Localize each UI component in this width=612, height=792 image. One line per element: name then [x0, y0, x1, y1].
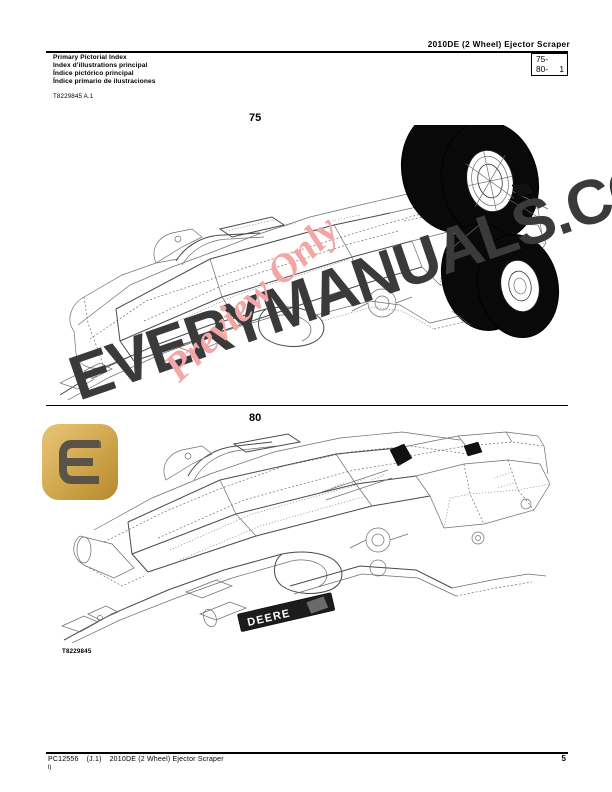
footer-identification: PC12556 (J.1) 2010DE (2 Wheel) Ejector Scr…: [48, 756, 224, 763]
section-title-french: Index d'illustrations principal: [53, 62, 148, 70]
footer-machine-title: 2010DE (2 Wheel) Ejector Scraper: [109, 756, 224, 763]
figure-illustration-75: [60, 125, 560, 400]
figure-number-75: 75: [249, 112, 262, 124]
figure-illustration-80: DEERE: [60, 418, 560, 643]
page-number: 5: [561, 754, 566, 763]
index-box-row-1-label: 75-: [536, 54, 549, 64]
section-title-spanish: Índice primario de ilustraciones: [53, 78, 156, 86]
figure-80-linework: DEERE: [61, 431, 551, 643]
section-title-portuguese: Índice pictórico principal: [53, 70, 134, 78]
footer-sub-mark: l): [48, 765, 52, 771]
index-box-row-1: 75-: [532, 54, 567, 65]
footer-divider-rule: [46, 752, 568, 754]
index-box-row-2: 80- 1: [532, 64, 567, 75]
section-title-english: Primary Pictorial Index: [53, 54, 127, 61]
figure-section-divider: [46, 405, 568, 407]
footer-part-number: PC12556: [48, 756, 79, 763]
header-divider-rule: [46, 51, 568, 53]
deere-nameplate: DEERE: [237, 592, 335, 632]
section-title-block: Primary Pictorial Index Index d'illustra…: [53, 54, 156, 86]
footer-revision: (J.1): [86, 756, 102, 763]
index-box-row-2-value: 1: [559, 64, 564, 74]
figure-number-80: 80: [249, 412, 262, 424]
figure-75-linework: [60, 125, 560, 400]
figure-code-bottom: T8229845: [62, 648, 92, 655]
header-machine-title: 2010DE (2 Wheel) Ejector Scraper: [427, 40, 570, 49]
figure-code-top: T8229845 A.1: [53, 93, 94, 100]
index-reference-box: 75- 80- 1: [531, 53, 568, 76]
index-box-row-2-label: 80-: [536, 64, 549, 74]
